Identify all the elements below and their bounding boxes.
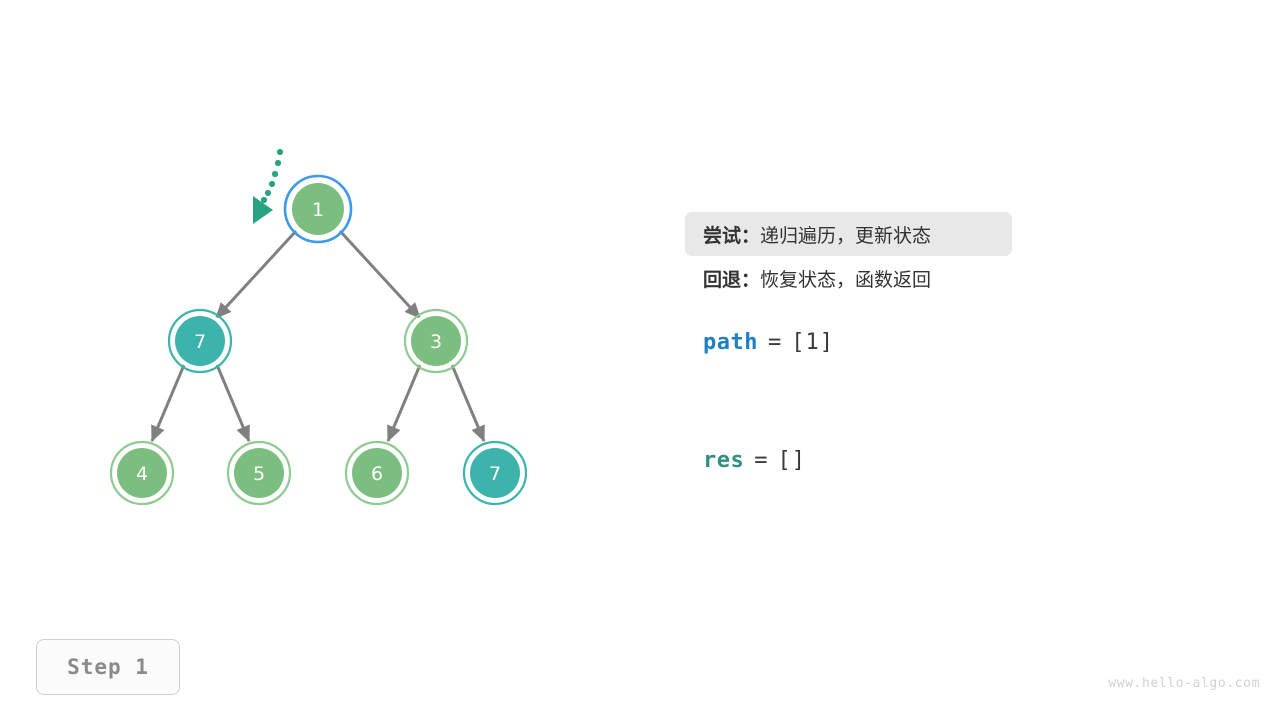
edge-1-to-3: [338, 229, 422, 320]
info-row-backtrack: 回退： 恢复状态，函数返回: [685, 256, 1012, 300]
binary-tree-diagram: 1 7 3 4 5: [0, 0, 660, 620]
node-7-left-outer-ring: [167, 308, 233, 374]
recursion-pointer: [253, 148, 284, 224]
variable-path-name: path: [703, 330, 758, 355]
variable-res-equals: =: [754, 448, 768, 473]
node-5-outer-ring: [226, 440, 292, 506]
node-1-fill: [292, 183, 344, 235]
node-5-fill: [234, 448, 284, 498]
pointer-trail-dot: [264, 189, 272, 197]
variable-path-value: [1]: [791, 330, 834, 355]
info-row-try-value: 递归遍历，更新状态: [760, 224, 932, 247]
variable-res-value: []: [777, 448, 806, 473]
info-row-backtrack-key: 回退：: [703, 268, 761, 291]
node-4-fill: [117, 448, 167, 498]
tree-node-6[interactable]: 6: [344, 440, 410, 506]
info-panel: 尝试： 递归遍历，更新状态 回退： 恢复状态，函数返回: [685, 212, 1245, 300]
tree-node-3[interactable]: 3: [403, 308, 469, 374]
node-6-outer-ring: [344, 440, 410, 506]
info-row-try-key: 尝试：: [703, 224, 761, 247]
tree-node-4[interactable]: 4: [109, 440, 175, 506]
tree-node-1[interactable]: 1: [283, 174, 353, 244]
variable-path: path = [1]: [703, 330, 834, 355]
pointer-trail-dot: [268, 180, 276, 188]
node-7-left-fill: [175, 316, 225, 366]
info-row-try: 尝试： 递归遍历，更新状态: [685, 212, 1012, 256]
edge-3-to-7: [450, 364, 486, 443]
edge-7-to-5: [215, 364, 251, 443]
node-3-fill: [411, 316, 461, 366]
node-4-outer-ring: [109, 440, 175, 506]
edge-3-to-6: [386, 364, 422, 443]
edge-7-to-4: [150, 364, 186, 443]
watermark: www.hello-algo.com: [1108, 676, 1260, 691]
tree-node-7-left[interactable]: 7: [167, 308, 233, 374]
variable-res-name: res: [703, 448, 745, 473]
variable-res: res = []: [703, 448, 806, 473]
pointer-trail-dot: [260, 196, 268, 204]
pointer-trail-dot: [276, 148, 284, 156]
node-6-fill: [352, 448, 402, 498]
node-7-right-fill: [470, 448, 520, 498]
tree-canvas: 1 7 3 4 5: [109, 148, 528, 506]
tree-node-7-right[interactable]: 7: [462, 440, 528, 506]
tree-edges: [150, 229, 486, 443]
node-3-outer-ring: [403, 308, 469, 374]
tree-node-5[interactable]: 5: [226, 440, 292, 506]
pointer-triangle-icon: [253, 196, 273, 224]
edge-1-to-7: [214, 229, 298, 320]
node-1-outer-ring: [283, 174, 353, 244]
node-7-right-outer-ring: [462, 440, 528, 506]
info-row-backtrack-value: 恢复状态，函数返回: [760, 268, 932, 291]
variable-path-equals: =: [767, 330, 782, 355]
pointer-trail-dot: [274, 159, 282, 167]
pointer-trail-dot: [271, 170, 279, 178]
step-badge: Step 1: [36, 639, 180, 695]
